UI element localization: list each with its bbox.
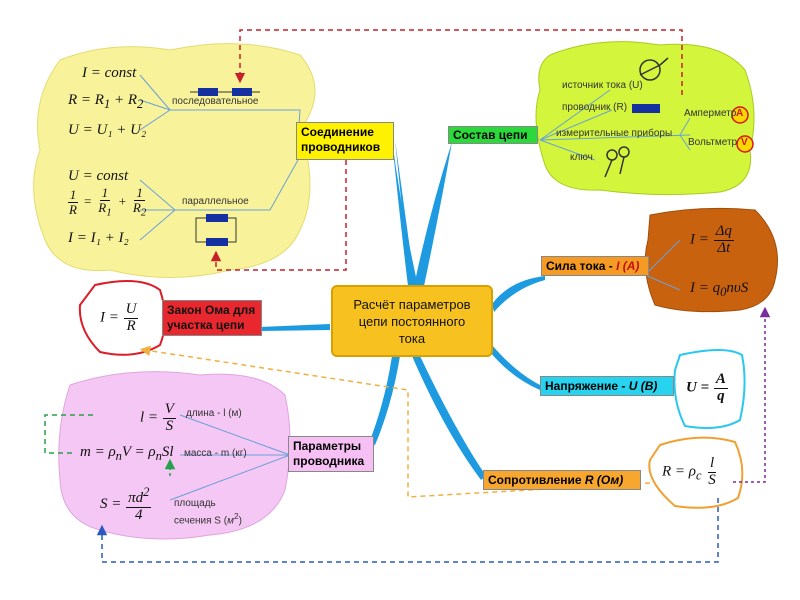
resistance-label-symbol: R (Ом)	[584, 473, 624, 487]
voltage-cloud	[673, 349, 746, 429]
ammeter-label: Амперметр	[684, 108, 737, 119]
formula-series-U: U = U₁ + U₂	[68, 122, 147, 138]
formula-parallel-U: U = const	[68, 168, 129, 184]
formula-current-nqvs: I = q0nυS	[690, 280, 749, 299]
area-close: )	[238, 515, 242, 527]
length-label: длина - l (м)	[186, 408, 242, 419]
current-cloud	[644, 207, 778, 313]
center-topic[interactable]: Расчёт параметров цепи постоянного тока	[331, 285, 493, 357]
spoke-resistance	[412, 356, 486, 480]
formula-ohm-U: U	[123, 301, 139, 319]
params-node[interactable]: Параметры проводника	[288, 436, 374, 472]
parallel-resistors-icon	[195, 214, 237, 246]
spoke-composition	[414, 142, 452, 286]
params-cloud	[58, 371, 291, 540]
resistance-cloud	[648, 436, 744, 509]
parallel-label: параллельное	[182, 196, 249, 207]
conductor-label: проводник (R)	[562, 102, 628, 113]
composition-cloud	[535, 41, 755, 196]
spoke-voltage	[490, 345, 540, 390]
series-resistors-icon	[190, 88, 260, 96]
ammeter-symbol: A	[736, 108, 744, 119]
orange-dashed-arrow	[139, 345, 651, 498]
spoke-params	[369, 356, 400, 445]
current-node[interactable]: Сила тока - I (A)	[541, 256, 649, 276]
source-label: источник тока (U)	[562, 80, 643, 91]
switch-key-icon	[604, 146, 630, 178]
current-label-symbol: I (A)	[616, 259, 640, 273]
key-label: ключ	[570, 152, 593, 163]
purple-dashed-arrow	[733, 306, 771, 483]
voltmeter-icon	[736, 135, 754, 153]
area-label-text: площадь сечения S (	[174, 498, 228, 527]
formula-mass: m = ρпV = ρпSl	[80, 444, 174, 463]
area-unit: м	[227, 515, 234, 527]
spokes	[260, 140, 545, 480]
instruments-label: измерительные приборы	[556, 128, 673, 139]
formula-series-I: I = const	[82, 65, 137, 81]
current-label-prefix: Сила тока -	[546, 259, 617, 273]
mass-label: масса - m (кг)	[184, 448, 247, 459]
spoke-current	[492, 276, 545, 312]
voltmeter-symbol: V	[741, 137, 748, 148]
conductor-resistor-icon	[632, 104, 660, 113]
spoke-ohm	[260, 324, 330, 331]
formula-ohm-I: I =	[100, 309, 119, 326]
voltage-label-symbol: U (B)	[628, 379, 658, 393]
battery-source-icon	[639, 57, 669, 81]
red-dashed-arrow-top	[234, 29, 683, 95]
resistance-node[interactable]: Сопротивление R (Ом)	[483, 470, 641, 490]
formula-parallel-I: I = I₁ + I₂	[68, 230, 129, 246]
voltage-node[interactable]: Напряжение - U (B)	[540, 376, 674, 396]
composition-node[interactable]: Состав цепи	[448, 126, 538, 144]
connection-node[interactable]: Соединение проводников	[296, 122, 394, 160]
spoke-connection	[392, 140, 418, 286]
area-label: площадь сечения S (м2)	[174, 498, 242, 527]
voltage-label-prefix: Напряжение -	[545, 379, 629, 393]
formula-ohm-R: R	[126, 317, 136, 334]
connection-cloud	[33, 43, 316, 278]
voltmeter-label: Вольтметр	[688, 137, 738, 148]
ammeter-icon	[731, 106, 749, 124]
blue-dashed-arrow	[96, 498, 719, 563]
formula-series-R: R = R1 + R2	[68, 92, 144, 111]
ohm-node[interactable]: Закон Ома для участка цепи	[162, 300, 262, 336]
resistance-label-prefix: Сопротивление	[488, 473, 585, 487]
green-dashed-arrow	[44, 414, 97, 454]
series-label: последовательное	[172, 96, 259, 107]
red-dashed-arrow-bottom	[210, 160, 347, 271]
spoke-connection-thin	[395, 140, 415, 286]
ohm-cloud	[78, 280, 166, 356]
